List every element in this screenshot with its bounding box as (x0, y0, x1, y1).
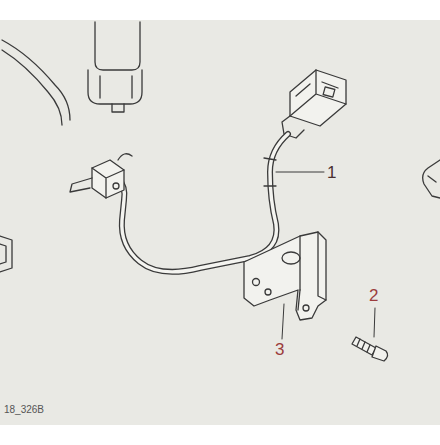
harness-connector (282, 70, 346, 138)
bottom-band (0, 425, 440, 445)
neighbour-part (423, 160, 440, 198)
leader-line (374, 308, 375, 337)
cable-sleeve (264, 158, 276, 186)
callout-number: 1 (327, 164, 336, 181)
callout-number: 3 (275, 341, 284, 358)
neighbour-part (0, 236, 12, 272)
neighbour-connector (88, 22, 142, 112)
sensor-cable (118, 134, 288, 272)
figure-code: 18_326B (4, 405, 44, 415)
photo-ground (0, 20, 440, 425)
bolt (352, 337, 388, 361)
sensor-cable (118, 134, 288, 272)
bracket (244, 232, 326, 320)
leader-line (276, 172, 324, 173)
sensor-head (70, 154, 132, 198)
neighbour-wire (2, 40, 70, 120)
top-band (0, 0, 440, 20)
callout-number: 2 (369, 287, 378, 304)
leader-line (282, 304, 284, 339)
neighbour-wire (2, 50, 62, 125)
